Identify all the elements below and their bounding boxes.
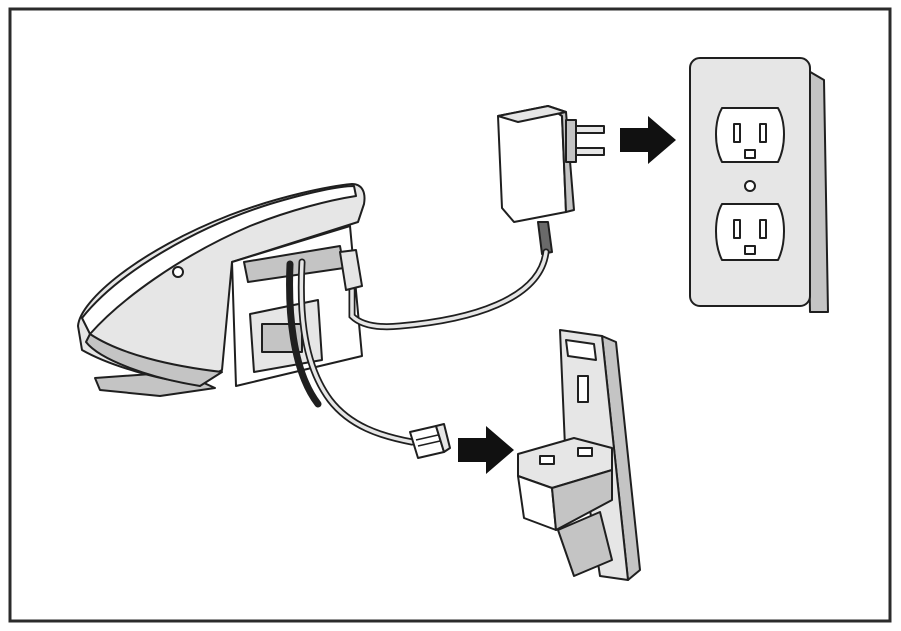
dc-plug [339,249,363,291]
phone-line-cord-second [286,260,322,408]
adapter-prong-top [573,125,605,134]
wall-outlet-icon [689,57,829,313]
adapter-strain-relief [537,221,553,255]
telephone-base-icon [77,183,366,397]
bracket-top-hook [565,339,597,361]
outlet-ground [744,149,756,159]
bracket-tab [577,447,593,457]
outlet-screw [744,180,756,192]
adapter-prong-bottom [573,147,605,156]
base-side-button [172,266,184,278]
telephone-line-plug-icon [409,423,451,459]
base-rim [81,185,357,335]
bracket-lower-foot [557,511,613,577]
outlet-ground [744,245,756,255]
right-arrow-icon [458,426,514,474]
base-underside [85,333,223,387]
phone-line-cord-inner [299,260,414,444]
outlet-slot [759,219,767,239]
plug-tip [435,423,451,453]
outlet-slot [759,123,767,143]
diagram-frame [8,7,892,623]
bracket-cradle-side [551,469,613,531]
right-arrow-icon [620,116,676,164]
power-adapter-icon [497,105,605,255]
adapter-prong-base [565,119,577,163]
outlet-receptacle-lower [715,203,785,261]
plug-contact [415,434,439,441]
bracket-tab [539,455,555,465]
wall-mount-bracket-icon [517,329,641,581]
bracket-slot [577,375,589,403]
outlet-slot [733,219,741,239]
plug-contact [417,440,441,447]
adapter-body-front [497,105,567,223]
outlet-slot [733,123,741,143]
outlet-receptacle-upper [715,107,785,163]
power-cable [348,248,550,331]
power-cable-inner [350,250,548,329]
adapter-body-top [497,105,567,123]
